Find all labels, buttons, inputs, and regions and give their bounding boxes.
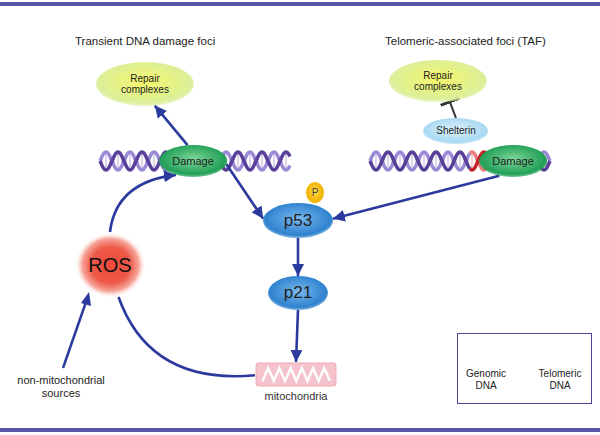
panel-title: Transient DNA damage foci: [75, 35, 215, 49]
source-arrowhead: [81, 292, 91, 306]
mito-cristae: [263, 368, 330, 381]
node-text: Damage: [492, 155, 534, 168]
node-text: P: [312, 187, 319, 199]
blob-fill: [479, 145, 547, 177]
node-text: p53: [284, 211, 312, 231]
repair-complex-blob: Repair complexes: [389, 60, 487, 102]
blob-fill: [389, 60, 487, 102]
helix-rung: [472, 152, 473, 170]
node-text: mitochondria: [255, 390, 337, 403]
panel-title: Telomeric-associated foci (TAF): [385, 35, 546, 49]
repair-complex-blob: Repair complexes: [96, 62, 194, 106]
helix-rung: [448, 152, 449, 170]
node-text: p21: [284, 283, 312, 303]
blob-fill: [263, 203, 333, 238]
arrow-connector: [110, 175, 176, 232]
damage-blob: Damage: [479, 145, 547, 177]
node-text: Repair complexes: [114, 73, 176, 96]
helix-rung: [460, 152, 461, 170]
node-text: Repair complexes: [407, 70, 469, 93]
source-arrow: [63, 302, 86, 368]
helix-rung: [118, 152, 119, 170]
helix-rung: [250, 152, 251, 170]
helix-strand: [370, 152, 470, 170]
blob-fill: [159, 145, 227, 177]
blob-fill: [423, 118, 488, 144]
mito-body: [256, 363, 336, 386]
top-bar: [0, 2, 600, 6]
protein-blob: p53: [263, 203, 333, 238]
arrow-connector: [296, 310, 298, 362]
helix-rung: [412, 152, 413, 170]
helix-rung: [274, 152, 275, 170]
helix-rung: [388, 152, 389, 170]
ros-fill: [75, 232, 146, 298]
helix-rung: [154, 152, 155, 170]
helix-rung: [106, 152, 107, 170]
mito-shape: [255, 362, 337, 387]
blob-fill: [268, 276, 328, 310]
helix-rung: [142, 152, 143, 170]
helix-rung: [238, 152, 239, 170]
arrow-connector: [333, 176, 500, 219]
helix-rung: [286, 152, 287, 170]
helix-rung: [262, 152, 263, 170]
mitochondrion: mitochondria: [255, 362, 337, 406]
helix-strand: [370, 152, 470, 170]
legend-text: Telomeric DNA: [530, 368, 590, 392]
blob-fill: [306, 182, 324, 204]
source-note: non-mitochondrial sources: [15, 374, 107, 400]
phospho-circle: P: [306, 182, 324, 204]
legend-box: [458, 334, 592, 404]
arrow-connector: [297, 238, 300, 276]
bottom-bar: [0, 428, 600, 432]
arrow-connector: [119, 297, 256, 376]
helix-rung: [436, 152, 437, 170]
arrow-connector: [155, 106, 188, 146]
arrow-connector: [226, 164, 263, 219]
helix-rung: [130, 152, 131, 170]
ros-cloud: ROS: [75, 232, 146, 298]
helix-rung: [424, 152, 425, 170]
helix-rung: [400, 152, 401, 170]
helix-rung: [376, 152, 377, 170]
inhibition-line: [450, 101, 456, 118]
damage-blob: Damage: [159, 145, 227, 177]
dna-helices: [100, 152, 578, 361]
legend-text: Genomic DNA: [458, 368, 514, 392]
blob-fill: [96, 62, 194, 106]
node-text: Shelterin: [436, 125, 475, 137]
protein-blob: p21: [268, 276, 328, 310]
node-text: Damage: [172, 155, 214, 168]
node-text: ROS: [88, 254, 131, 277]
shelterin-blob: Shelterin: [423, 118, 488, 144]
